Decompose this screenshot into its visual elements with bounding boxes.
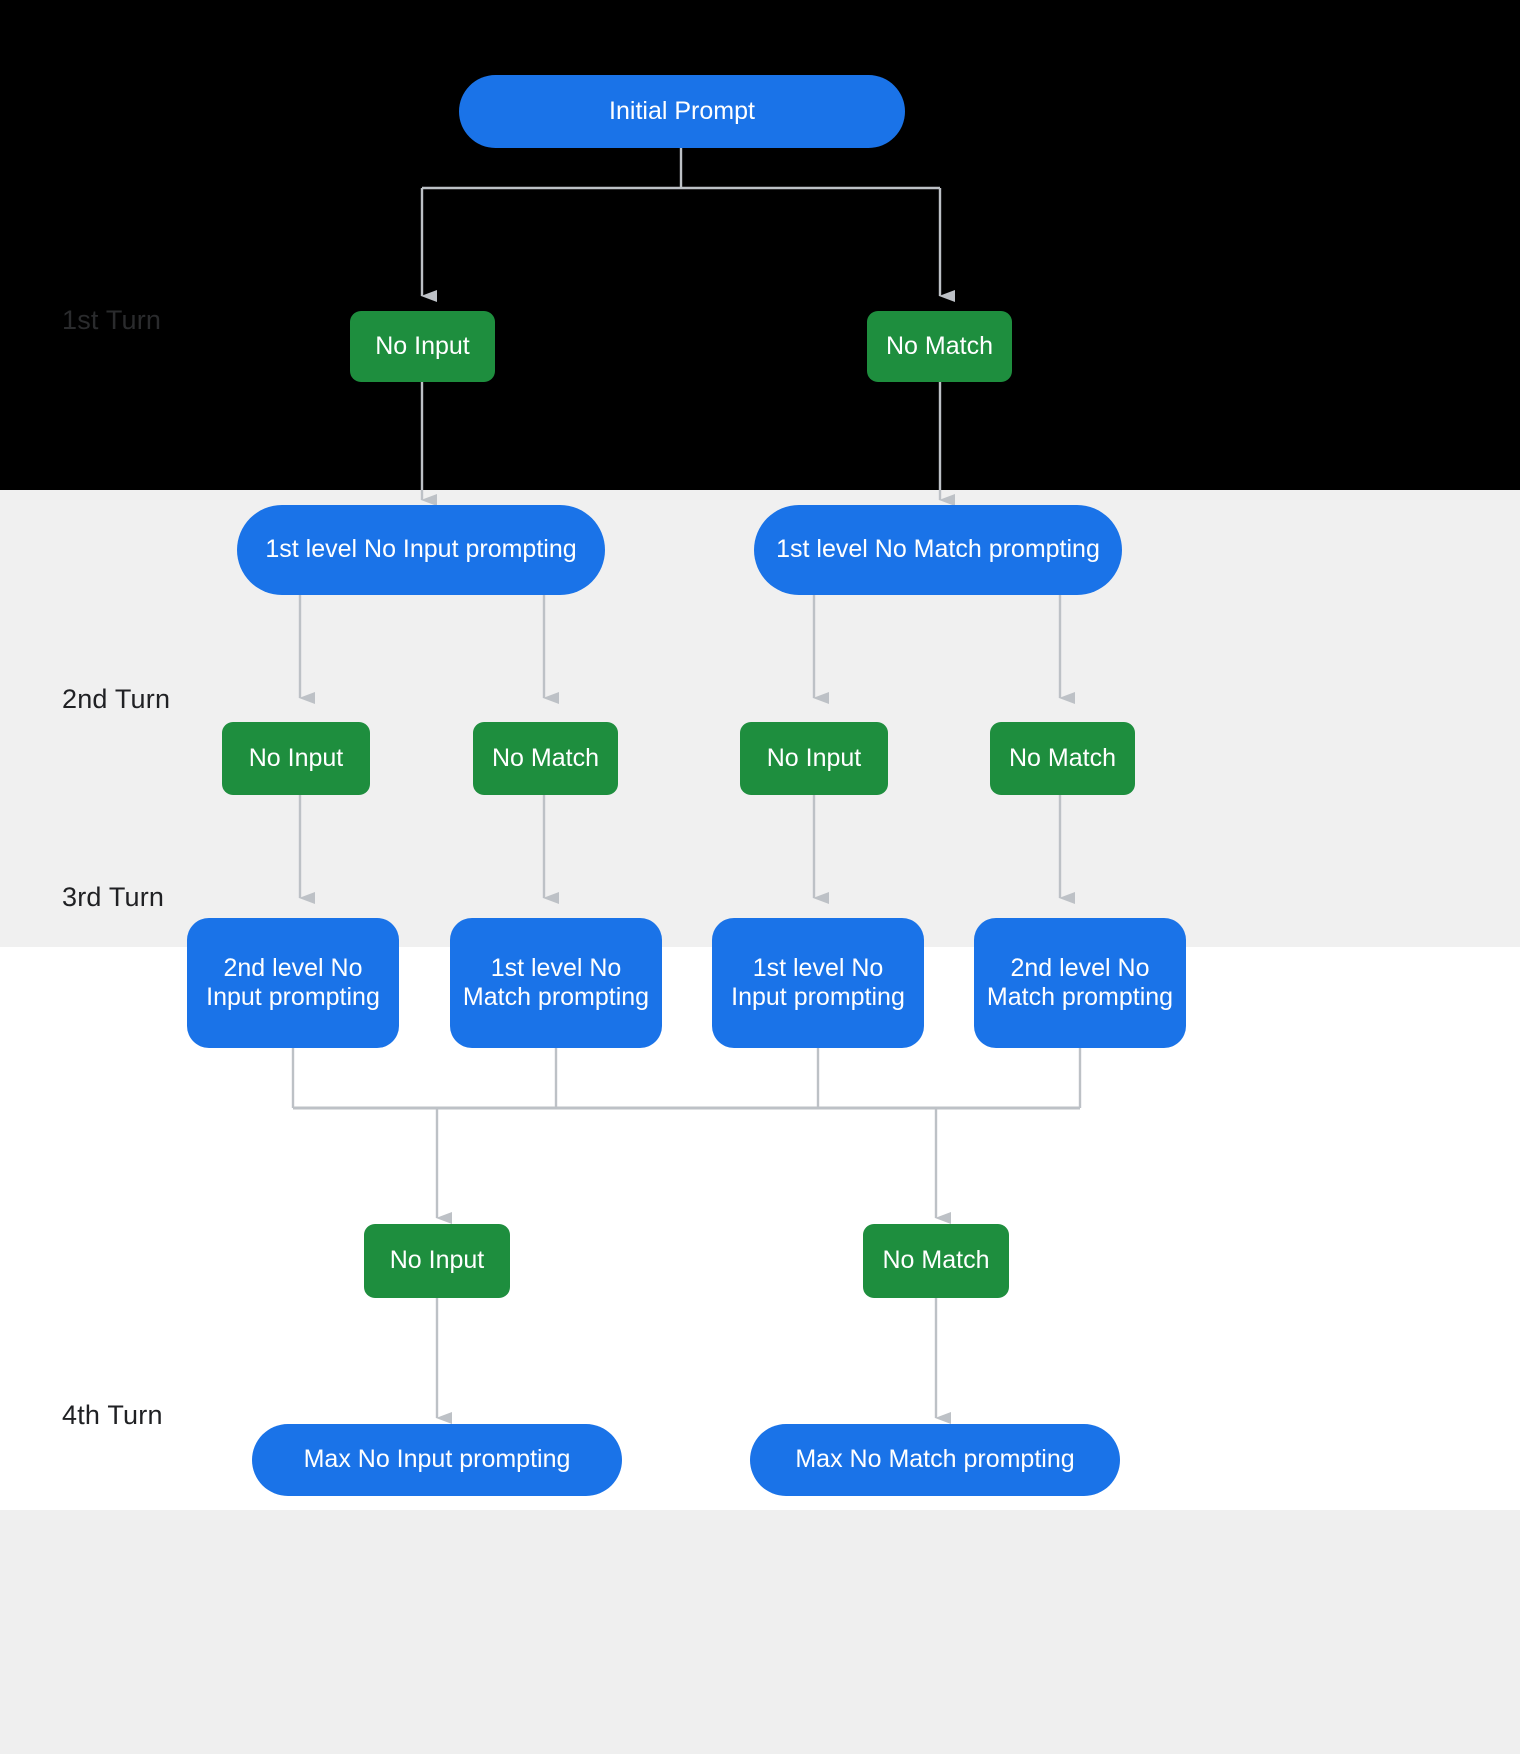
node-t2-no-match-prompting[interactable]: 1st level No Match prompting [754,505,1122,595]
node-t2-no-match-b[interactable]: No Match [990,722,1135,795]
turn-band-1 [0,0,1520,490]
node-t1-no-input[interactable]: No Input [350,311,495,382]
turn-band-4 [0,1510,1520,1754]
band-label-3rd-turn: 3rd Turn [62,882,165,912]
node-t2-no-match-a[interactable]: No Match [473,722,618,795]
node-max-no-match-prompting[interactable]: Max No Match prompting [750,1424,1120,1496]
node-max-no-input-prompting[interactable]: Max No Input prompting [252,1424,622,1496]
node-t3-no-input-1st-level[interactable]: 1st level No Input prompting [712,918,924,1048]
band-label-4th-turn: 4th Turn [62,1400,163,1430]
node-t3-no-match-1st-level[interactable]: 1st level No Match prompting [450,918,662,1048]
node-t3-no-match-2nd-level[interactable]: 2nd level No Match prompting [974,918,1186,1048]
node-t2-no-input-a[interactable]: No Input [222,722,370,795]
node-t3-no-input[interactable]: No Input [364,1224,510,1298]
node-t2-no-input-b[interactable]: No Input [740,722,888,795]
node-t3-no-match[interactable]: No Match [863,1224,1009,1298]
band-label-1st-turn: 1st Turn [62,305,162,335]
node-t1-no-match[interactable]: No Match [867,311,1012,382]
node-initial-prompt[interactable]: Initial Prompt [459,75,905,148]
band-label-2nd-turn: 2nd Turn [62,684,171,714]
node-t2-no-input-prompting[interactable]: 1st level No Input prompting [237,505,605,595]
node-t3-no-input-2nd-level[interactable]: 2nd level No Input prompting [187,918,399,1048]
